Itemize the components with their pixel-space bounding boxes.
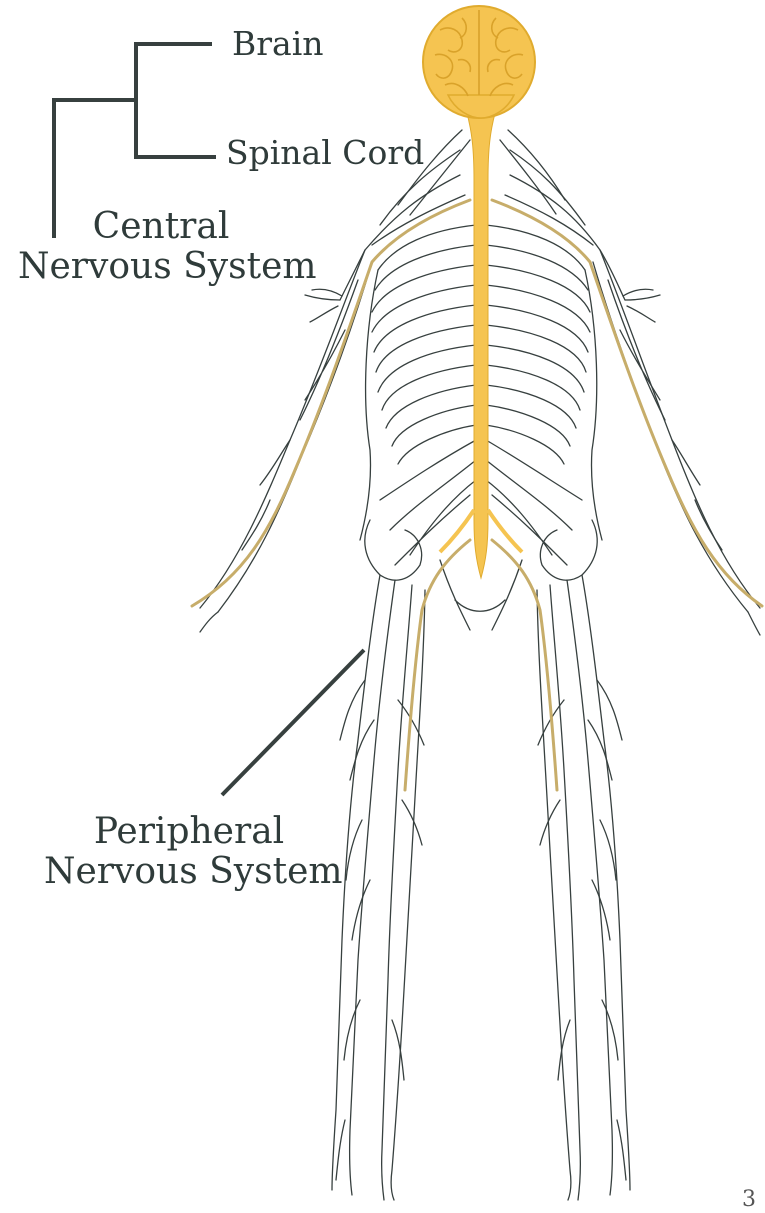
cns-label-line2: Nervous System bbox=[18, 247, 304, 287]
page-number: 3 bbox=[742, 1188, 756, 1213]
cns-label-line1: Central bbox=[18, 207, 304, 247]
central-nervous-system-label: Central Nervous System bbox=[18, 207, 304, 288]
pns-label-line1: Peripheral bbox=[44, 812, 334, 852]
spinal-cord bbox=[440, 110, 522, 578]
brain-label: Brain bbox=[232, 26, 324, 63]
pns-label-line2: Nervous System bbox=[44, 852, 334, 892]
brain bbox=[423, 6, 535, 118]
peripheral-nervous-system-label: Peripheral Nervous System bbox=[44, 812, 334, 893]
spinal-cord-label: Spinal Cord bbox=[226, 135, 424, 172]
pns-pointer-line bbox=[222, 650, 364, 795]
